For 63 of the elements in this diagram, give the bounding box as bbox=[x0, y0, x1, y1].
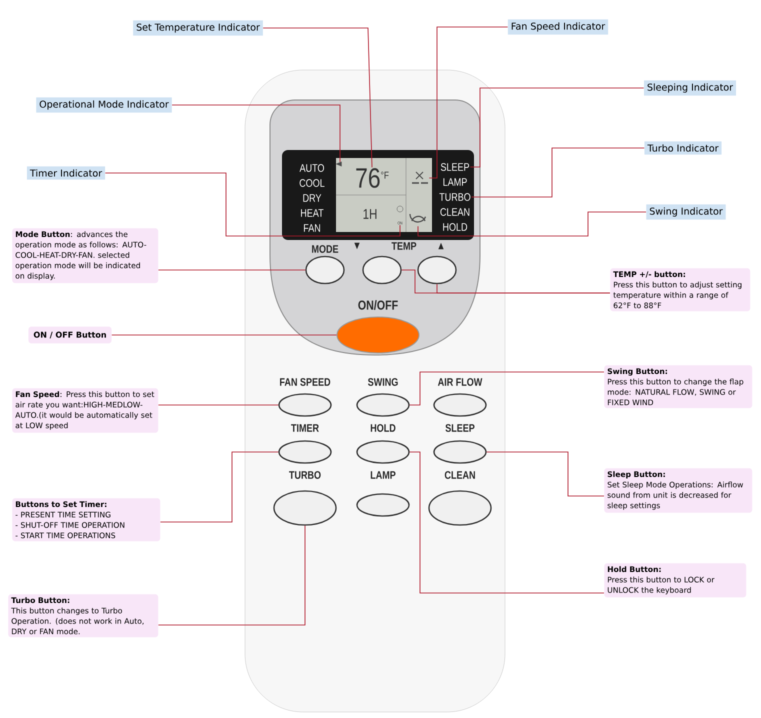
callout-label: Set Temperature Indicator bbox=[133, 20, 263, 36]
remote-button: MODE bbox=[305, 245, 345, 284]
swing-icon bbox=[409, 213, 426, 223]
leader-line bbox=[104, 172, 400, 236]
callout-label: Operational Mode Indicator bbox=[36, 97, 172, 113]
leader-line bbox=[418, 212, 646, 236]
node-label: SWING bbox=[368, 378, 398, 386]
leader-line bbox=[158, 525, 306, 626]
callout-label: Timer Indicator bbox=[26, 166, 106, 180]
printed-label: CLEAN bbox=[440, 208, 470, 216]
remote-button: HOLD bbox=[356, 424, 410, 464]
leader-line bbox=[428, 26, 508, 178]
callout-label: Fan Speed Indicator bbox=[508, 19, 608, 35]
node-label: ▲ bbox=[438, 242, 444, 250]
callout-label: Swing Indicator bbox=[646, 204, 726, 220]
leader-line bbox=[172, 104, 340, 162]
leader-line bbox=[471, 148, 645, 198]
printed-label: HOLD bbox=[443, 223, 468, 231]
mode-indicator bbox=[336, 162, 342, 166]
node-label: LAMP bbox=[370, 471, 396, 479]
lcd-label: TURBO bbox=[439, 193, 470, 201]
leader-line bbox=[436, 284, 610, 294]
leader-line bbox=[158, 404, 279, 406]
node-label: TIMER bbox=[291, 424, 319, 432]
callout-box: ON / OFF Button bbox=[28, 326, 112, 344]
leader-line bbox=[409, 452, 604, 594]
remote-button: TURBO bbox=[273, 471, 337, 526]
node-label: MODE bbox=[312, 245, 338, 253]
remote-button: LAMP bbox=[356, 471, 410, 517]
node-label: TURBO bbox=[289, 471, 321, 479]
lcd-label: SLEEP bbox=[440, 163, 470, 171]
node-label: CLEAN bbox=[444, 471, 475, 479]
printed-label: 1H bbox=[364, 209, 376, 219]
leader-line bbox=[111, 334, 337, 336]
remote-button: SWING bbox=[356, 378, 410, 417]
leader-line bbox=[160, 452, 279, 522]
printed-label: TEMP bbox=[392, 242, 416, 250]
remote-button: CLEAN bbox=[428, 471, 492, 526]
node-label: SLEEP bbox=[445, 424, 474, 432]
leader-line bbox=[409, 372, 604, 406]
printed-label: HEAT bbox=[301, 209, 324, 217]
leader-line bbox=[486, 452, 604, 496]
node-label: FAN SPEED bbox=[280, 378, 330, 386]
callout-label: Sleeping Indicator bbox=[644, 80, 736, 96]
printed-label: LAMP bbox=[443, 178, 467, 186]
callout-label: Turbo Indicator bbox=[644, 141, 722, 155]
node-label: ▼ bbox=[354, 242, 360, 250]
leader-line bbox=[470, 88, 644, 168]
printed-label: FAN bbox=[304, 224, 320, 232]
remote-button: SLEEP bbox=[433, 424, 487, 464]
remote-button: AIR FLOW bbox=[433, 378, 487, 417]
node-label: ON/OFF bbox=[358, 300, 398, 310]
printed-label: COOL bbox=[300, 179, 324, 187]
node-label: AIR FLOW bbox=[438, 378, 482, 386]
remote-button: ▲ bbox=[417, 242, 457, 284]
node-label: HOLD bbox=[370, 424, 396, 432]
leader-line bbox=[262, 28, 372, 168]
fan-icon bbox=[411, 172, 429, 184]
remote-button: TIMER bbox=[278, 424, 332, 464]
remote-button: ON/OFF bbox=[336, 300, 420, 354]
remote-button: FAN SPEED bbox=[278, 378, 332, 417]
printed-label: AUTO bbox=[300, 164, 324, 172]
printed-label: DRY bbox=[303, 194, 322, 202]
